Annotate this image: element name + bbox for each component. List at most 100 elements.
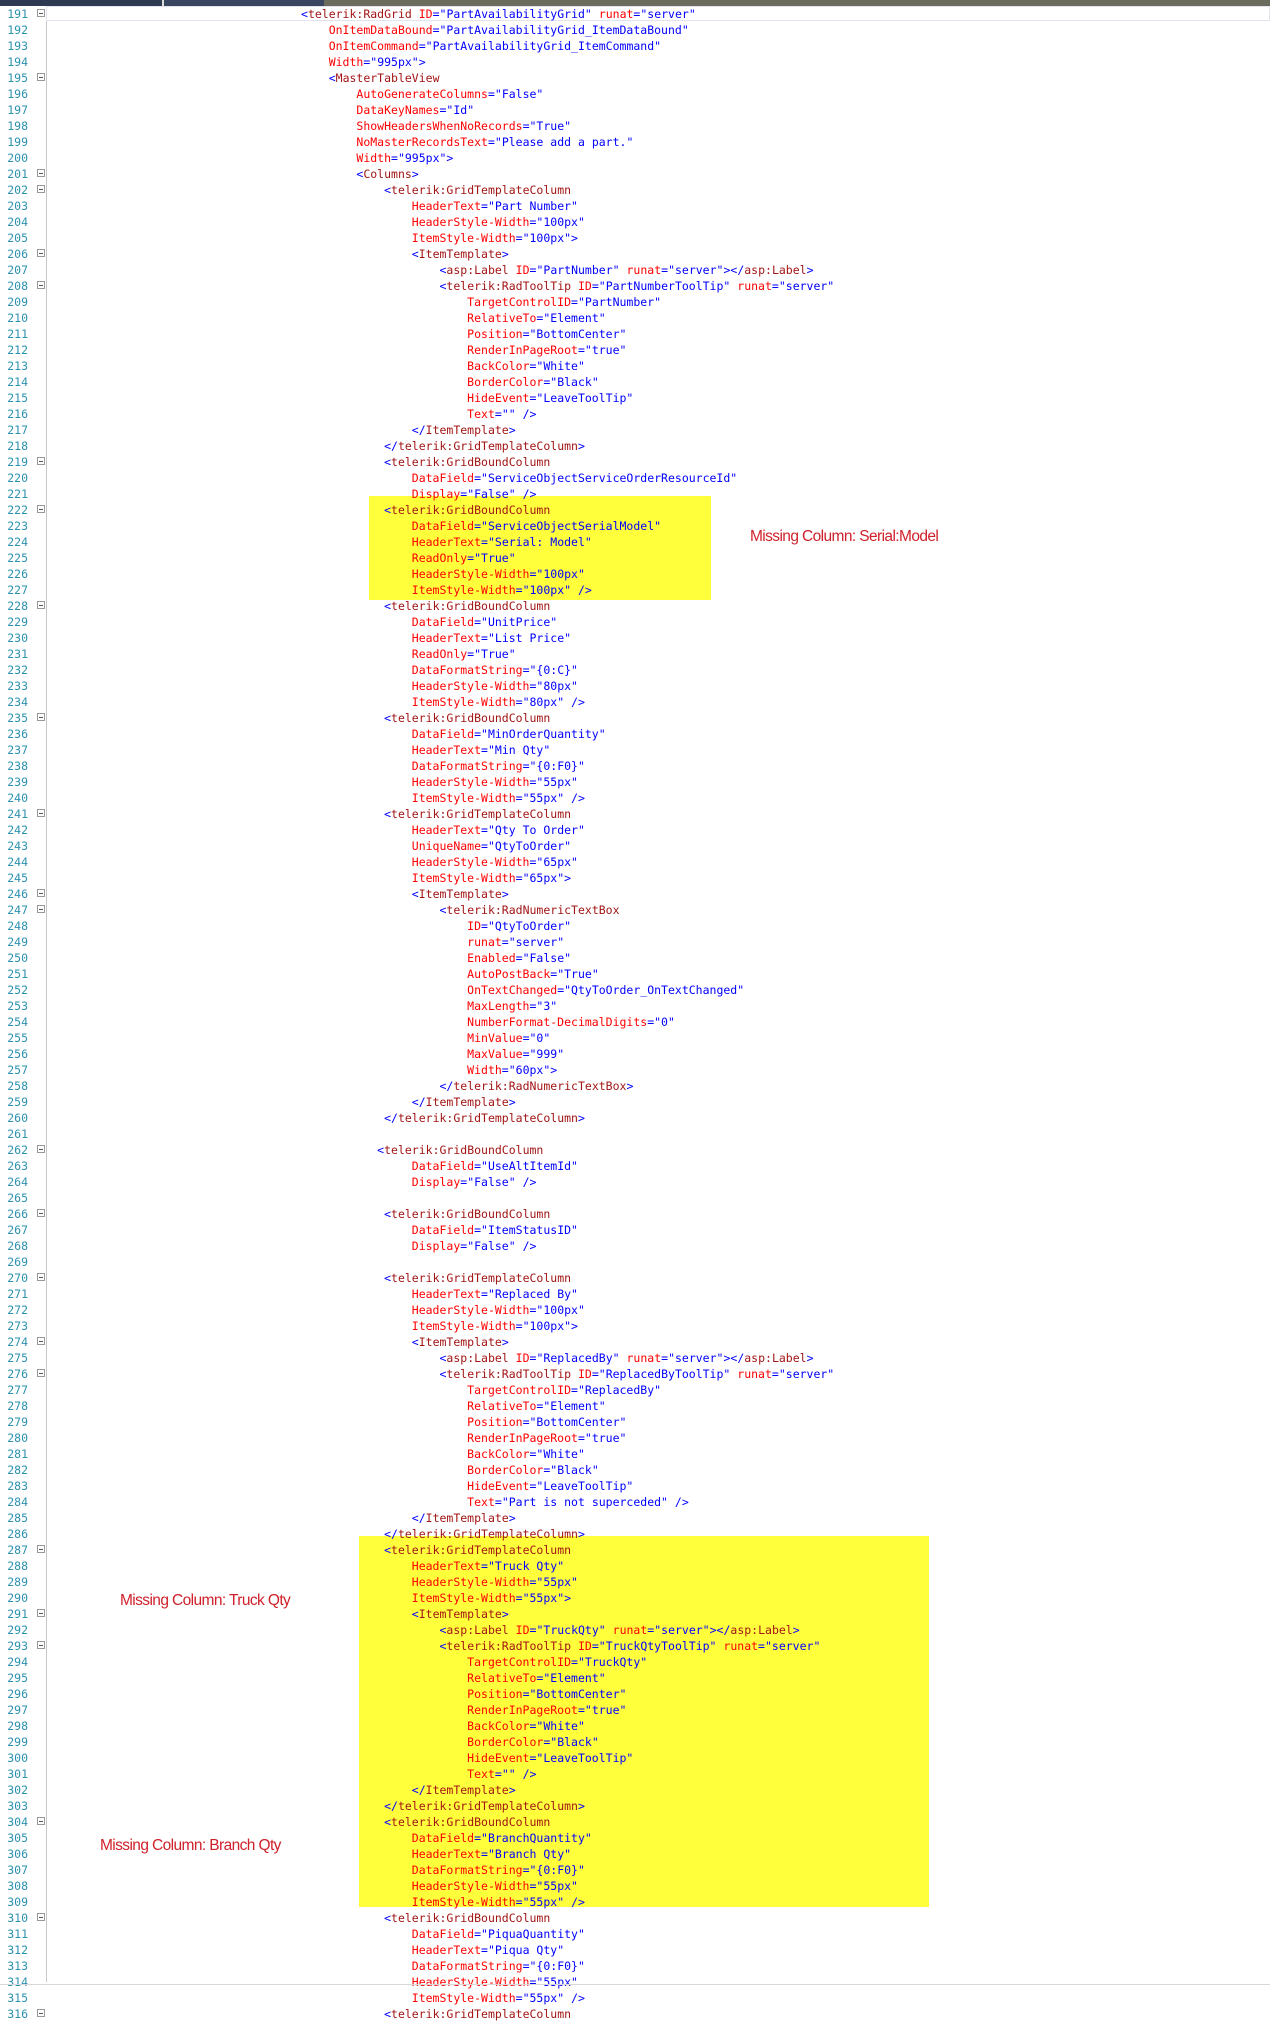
collapse-icon[interactable] <box>37 73 45 81</box>
attribute-value: "ItemStatusID" <box>481 1223 578 1237</box>
collapse-icon[interactable] <box>37 601 45 609</box>
collapse-icon[interactable] <box>37 2009 45 2017</box>
equals-sign: = <box>474 615 482 629</box>
line-number: 251 <box>7 967 28 981</box>
code-text: Display="False" /> <box>301 486 537 502</box>
line-number: 269 <box>7 1255 28 1269</box>
attribute-value: "60px" <box>508 1063 551 1077</box>
collapse-icon[interactable] <box>37 713 45 721</box>
code-text: DataField="ItemStatusID" <box>301 1222 578 1238</box>
tag-bracket: /> <box>522 1175 537 1189</box>
code-text: </ItemTemplate> <box>301 1094 516 1110</box>
attribute-value: "true" <box>584 1703 627 1717</box>
attribute-name: RenderInPageRoot <box>467 1431 578 1445</box>
equals-sign: = <box>515 695 523 709</box>
line-number: 255 <box>7 1031 28 1045</box>
tag-name: telerik:GridTemplateColumn <box>397 1111 578 1125</box>
attribute-name: ItemStyle-Width <box>411 1319 516 1333</box>
collapse-icon[interactable] <box>37 905 45 913</box>
equals-sign: = <box>661 1351 669 1365</box>
line-number: 270 <box>7 1271 28 1285</box>
attribute-value: "server" <box>778 279 835 293</box>
collapse-icon[interactable] <box>37 1545 45 1553</box>
attribute-value: "TruckQty" <box>536 1623 606 1637</box>
collapse-icon[interactable] <box>37 457 45 465</box>
tag-bracket: /> <box>571 791 585 805</box>
equals-sign: = <box>536 1671 544 1685</box>
tab[interactable] <box>164 0 324 6</box>
line-number: 259 <box>7 1095 28 1109</box>
line-number: 203 <box>7 199 28 213</box>
line-number: 227 <box>7 583 28 597</box>
collapse-icon[interactable] <box>37 1817 45 1825</box>
equals-sign: = <box>550 967 558 981</box>
code-text: ItemStyle-Width="100px"> <box>301 1318 578 1334</box>
equals-sign: = <box>522 327 530 341</box>
collapse-icon[interactable] <box>37 889 45 897</box>
code-line: 236 DataField="MinOrderQuantity" <box>0 726 1270 742</box>
tab-divider <box>162 0 164 6</box>
attribute-value: "LeaveToolTip" <box>536 1751 634 1765</box>
code-line: 280 RenderInPageRoot="true" <box>0 1430 1270 1446</box>
code-text: Enabled="False" <box>301 950 571 966</box>
attribute-name: runat <box>626 263 662 277</box>
attribute-name: runat <box>723 1639 759 1653</box>
code-text: HeaderStyle-Width="100px" <box>301 214 585 230</box>
equals-sign: = <box>591 279 599 293</box>
code-line: 254 NumberFormat-DecimalDigits="0" <box>0 1014 1270 1030</box>
collapse-icon[interactable] <box>37 9 45 17</box>
attribute-value: "PartAvailabilityGrid" <box>439 7 592 21</box>
collapse-icon[interactable] <box>37 1369 45 1377</box>
equals-sign: = <box>481 743 488 757</box>
line-number: 250 <box>7 951 28 965</box>
tab[interactable] <box>0 0 162 6</box>
line-number: 228 <box>7 599 28 613</box>
equals-sign: = <box>515 1591 523 1605</box>
code-line: 208 <telerik:RadToolTip ID="PartNumberTo… <box>0 278 1270 294</box>
code-text: <telerik:RadToolTip ID="PartNumberToolTi… <box>301 278 834 294</box>
equals-sign: = <box>515 583 523 597</box>
code-line: 302 </ItemTemplate> <box>0 1782 1270 1798</box>
tag-bracket: > <box>564 1591 572 1605</box>
code-line: 288 HeaderText="Truck Qty" <box>0 1558 1270 1574</box>
collapse-icon[interactable] <box>37 185 45 193</box>
equals-sign: = <box>460 487 468 501</box>
collapse-icon[interactable] <box>37 1913 45 1921</box>
collapse-icon[interactable] <box>37 1273 45 1281</box>
tag-bracket: < <box>384 1815 392 1829</box>
attribute-value: "{0:C}" <box>529 663 578 677</box>
collapse-icon[interactable] <box>37 1609 45 1617</box>
code-line: 214 BorderColor="Black" <box>0 374 1270 390</box>
collapse-icon[interactable] <box>37 1145 45 1153</box>
code-text: Position="BottomCenter" <box>301 326 626 342</box>
collapse-icon[interactable] <box>37 249 45 257</box>
equals-sign: = <box>481 919 488 933</box>
collapse-icon[interactable] <box>37 1641 45 1649</box>
line-number: 273 <box>7 1319 28 1333</box>
attribute-value: "true" <box>584 1431 627 1445</box>
line-number: 229 <box>7 615 28 629</box>
code-line: 267 DataField="ItemStatusID" <box>0 1222 1270 1238</box>
code-line: 237 HeaderText="Min Qty" <box>0 742 1270 758</box>
code-line: 203 HeaderText="Part Number" <box>0 198 1270 214</box>
equals-sign: = <box>543 375 551 389</box>
tag-name: ItemTemplate <box>425 1783 509 1797</box>
code-line: 278 RelativeTo="Element" <box>0 1398 1270 1414</box>
tag-bracket: < <box>439 1623 447 1637</box>
attribute-name: MaxValue <box>467 1047 523 1061</box>
attribute-name: AutoGenerateColumns <box>356 87 488 101</box>
line-number: 280 <box>7 1431 28 1445</box>
tag-bracket: /> <box>522 487 537 501</box>
collapse-icon[interactable] <box>37 1337 45 1345</box>
collapse-icon[interactable] <box>37 281 45 289</box>
attribute-name: HeaderText <box>411 535 482 549</box>
collapse-icon[interactable] <box>37 1209 45 1217</box>
line-number: 283 <box>7 1479 28 1493</box>
tag-name: asp:Label <box>744 1351 807 1365</box>
collapse-icon[interactable] <box>37 169 45 177</box>
equals-sign: = <box>647 1015 655 1029</box>
attribute-name: HeaderText <box>411 823 482 837</box>
collapse-icon[interactable] <box>37 505 45 513</box>
line-number: 201 <box>7 167 28 181</box>
collapse-icon[interactable] <box>37 809 45 817</box>
